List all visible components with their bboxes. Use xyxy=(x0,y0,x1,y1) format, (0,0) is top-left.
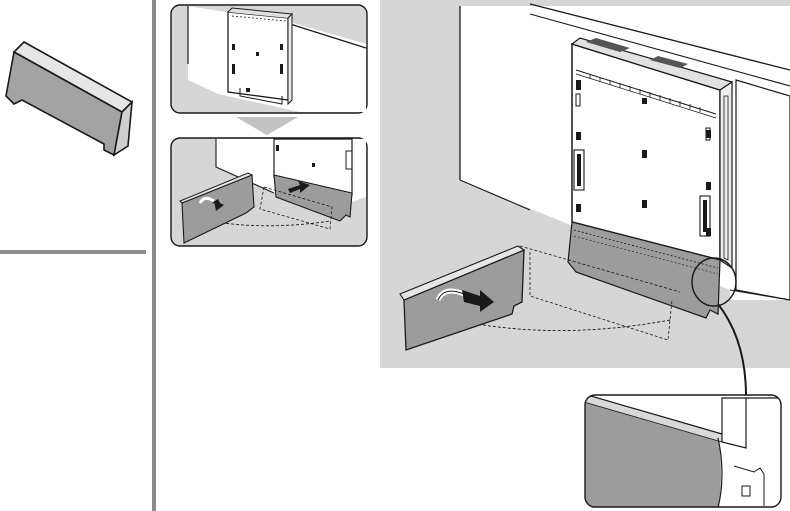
direction-arrow-icon xyxy=(462,290,494,312)
part-divider-line xyxy=(0,250,146,254)
column-divider-line xyxy=(152,0,156,511)
detail-leader-line xyxy=(700,300,760,400)
part-illustration-panel xyxy=(0,0,146,250)
main-illustration xyxy=(380,0,790,370)
plinth-strip-icon xyxy=(5,41,134,157)
detail-zoom-panel xyxy=(584,394,782,508)
step-down-arrow-icon xyxy=(236,117,298,135)
step-panel-bottom xyxy=(170,137,368,247)
direction-arrow-icon xyxy=(288,181,310,193)
step-panel-top xyxy=(170,4,368,114)
